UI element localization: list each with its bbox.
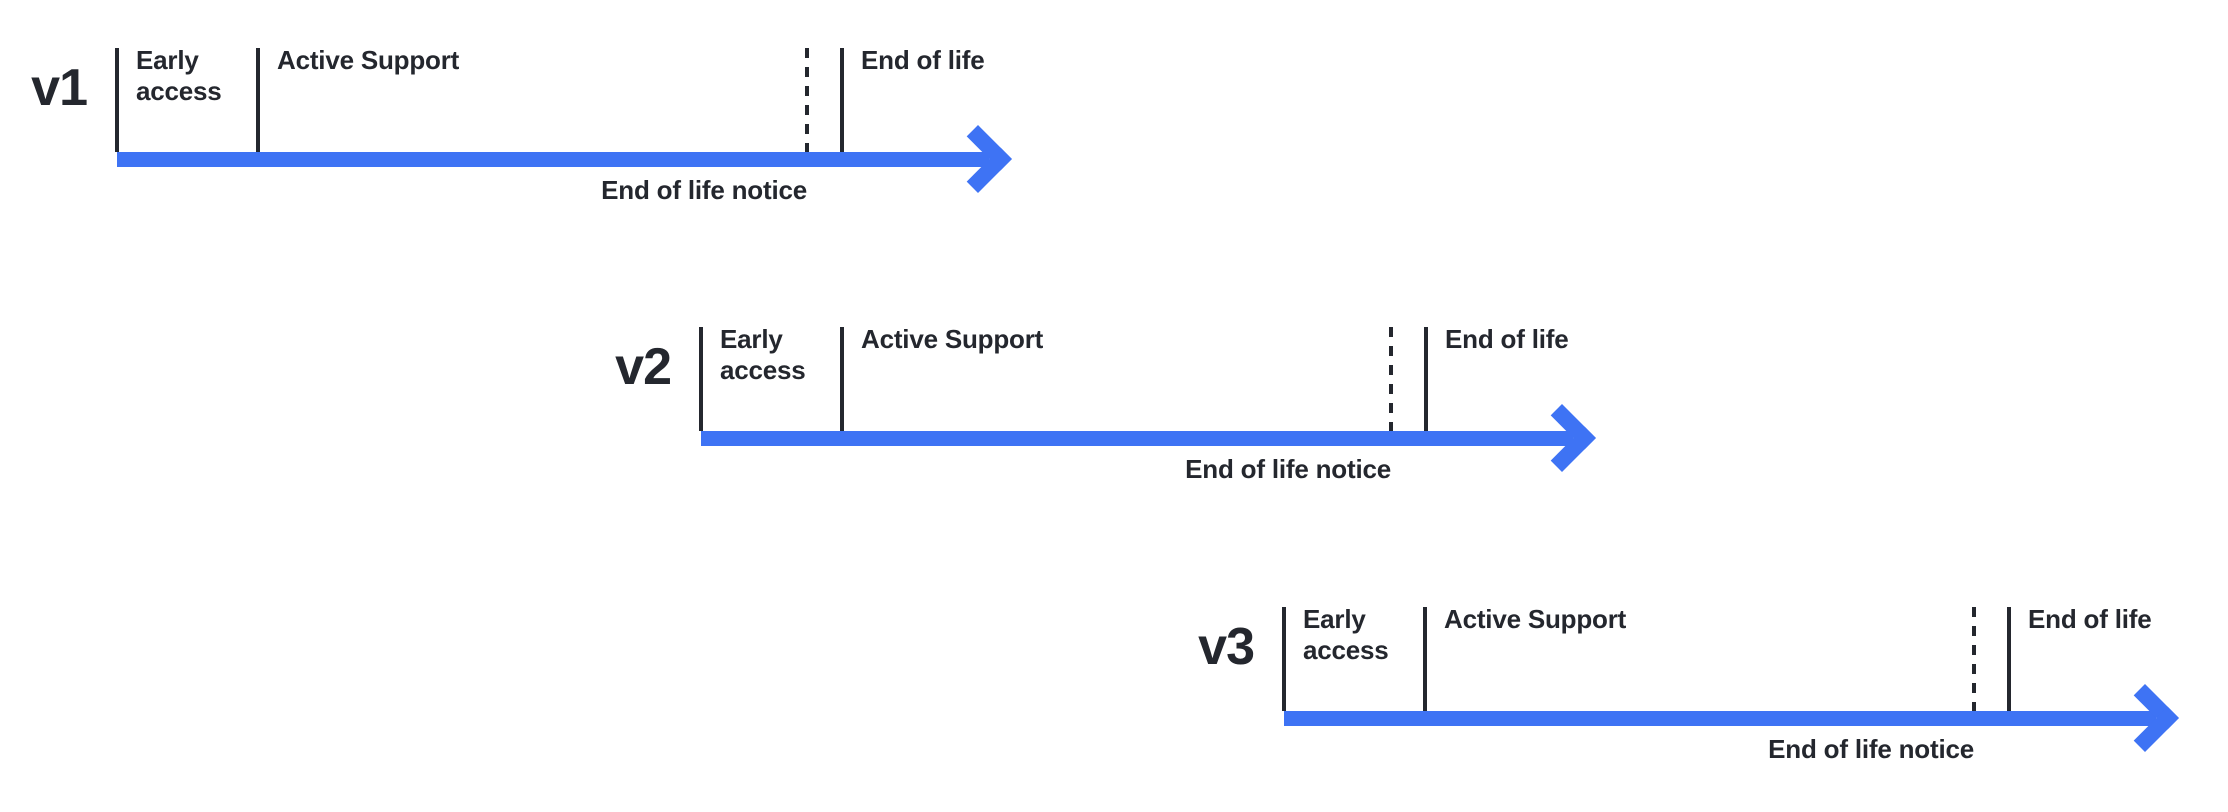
timeline-v2: v2 Early access Active Support End of li… [615, 324, 1701, 497]
end-of-life-tick [840, 48, 844, 152]
early-access-label: Early access [1303, 604, 1389, 665]
arrowhead-icon [1528, 404, 1596, 472]
arrowhead-icon [944, 125, 1012, 193]
active-support-start-tick [840, 327, 844, 431]
active-support-label: Active Support [861, 324, 1044, 354]
end-of-life-notice-label: End of life notice [1185, 454, 1391, 484]
early-access-start-tick [115, 48, 119, 152]
version-label: v2 [615, 338, 672, 396]
end-of-life-notice-label: End of life notice [1768, 734, 1974, 764]
timeline-arrow-shaft [117, 152, 989, 167]
early-access-label: Early access [720, 324, 806, 385]
early-access-start-tick [699, 327, 703, 431]
active-support-start-tick [256, 48, 260, 152]
early-access-label: Early access [136, 45, 222, 106]
version-label: v1 [31, 59, 88, 117]
end-of-life-notice-dashed-line [1972, 607, 1976, 711]
timeline-arrow-shaft [1284, 711, 2156, 726]
end-of-life-label: End of life [2028, 604, 2152, 634]
end-of-life-label: End of life [861, 45, 985, 75]
timeline-v1: v1 Early access Active Support End of li… [31, 45, 1117, 218]
end-of-life-tick [1424, 327, 1428, 431]
early-access-start-tick [1282, 607, 1286, 711]
timeline-v3: v3 Early access Active Support End of li… [1198, 604, 2228, 777]
end-of-life-notice-dashed-line [805, 48, 809, 152]
active-support-label: Active Support [1444, 604, 1627, 634]
end-of-life-notice-dashed-line [1389, 327, 1393, 431]
end-of-life-label: End of life [1445, 324, 1569, 354]
active-support-label: Active Support [277, 45, 460, 75]
active-support-start-tick [1423, 607, 1427, 711]
arrowhead-icon [2111, 684, 2179, 752]
version-label: v3 [1198, 618, 1255, 676]
end-of-life-notice-label: End of life notice [601, 175, 807, 205]
end-of-life-tick [2007, 607, 2011, 711]
timeline-arrow-shaft [701, 431, 1573, 446]
